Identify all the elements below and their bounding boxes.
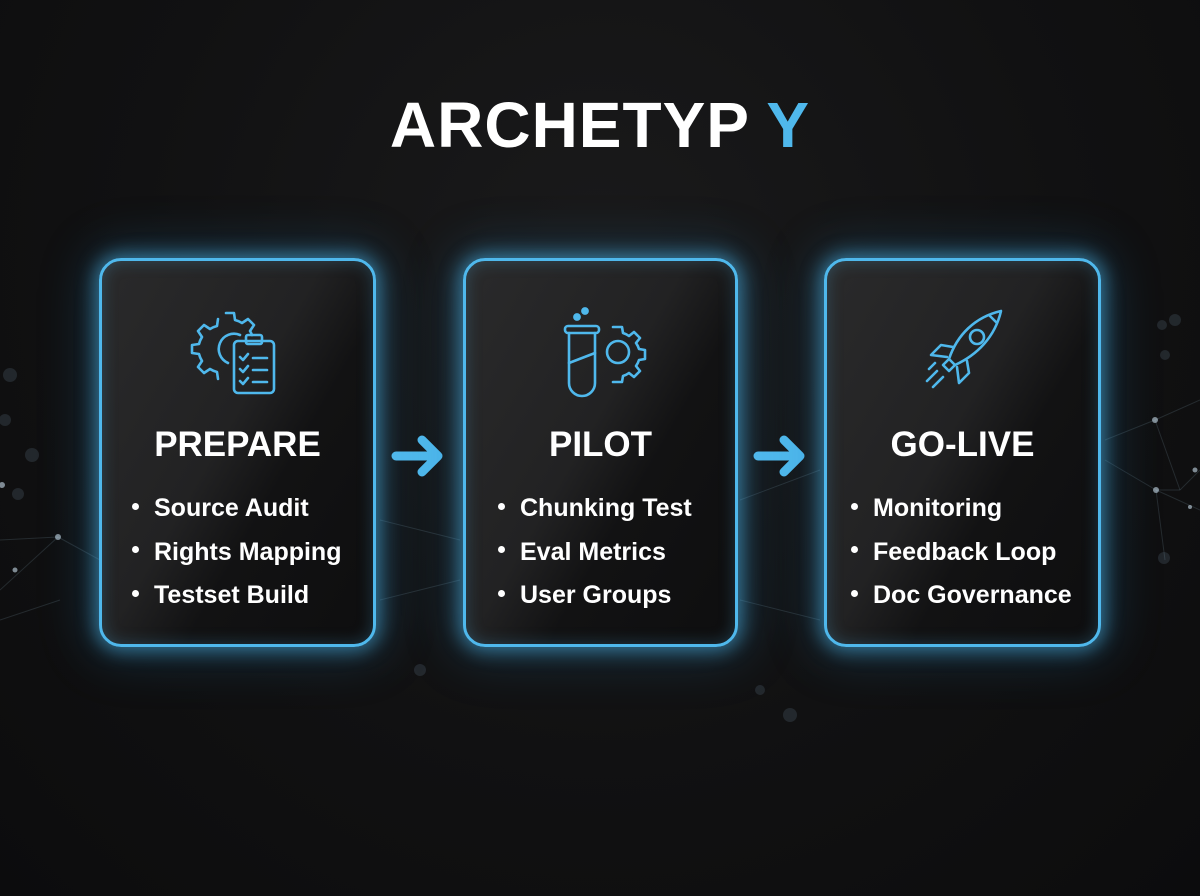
list-item: User Groups	[498, 574, 692, 618]
list-item: Doc Governance	[851, 574, 1072, 618]
bullet-icon	[132, 546, 139, 554]
arrow-right-icon	[391, 435, 443, 477]
stage-card-go-live: GO-LIVE Monitoring Feedback Loop Doc Gov…	[824, 258, 1101, 647]
title-accent: Y	[766, 89, 811, 161]
bullet-icon	[498, 546, 505, 554]
list-item: Source Audit	[132, 487, 341, 531]
bullet-icon	[851, 589, 858, 597]
bullet-icon	[851, 502, 858, 510]
title-main: ARCHETYP	[389, 89, 749, 161]
arrow-right-icon	[753, 435, 805, 477]
list-item: Eval Metrics	[498, 531, 692, 575]
list-item: Testset Build	[132, 574, 341, 618]
list-item: Chunking Test	[498, 487, 692, 531]
stage-heading: PREPARE	[154, 425, 321, 464]
stage-heading: GO-LIVE	[890, 425, 1035, 464]
bullet-icon	[132, 502, 139, 510]
stage-heading: PILOT	[548, 425, 653, 464]
bullet-icon	[851, 546, 858, 554]
list-item: Rights Mapping	[132, 531, 341, 575]
stage-item-list: Source Audit Rights Mapping Testset Buil…	[132, 487, 341, 618]
gear-clipboard-icon	[190, 311, 275, 395]
list-item: Monitoring	[851, 487, 1072, 531]
stage-item-list: Monitoring Feedback Loop Doc Governance	[851, 487, 1072, 618]
stage-card-prepare: PREPARE Source Audit Rights Mapping Test…	[99, 258, 376, 647]
stage-item-list: Chunking Test Eval Metrics User Groups	[498, 487, 692, 618]
bullet-icon	[498, 589, 505, 597]
stage-card-pilot: PILOT Chunking Test Eval Metrics User Gr…	[463, 258, 738, 647]
bullet-icon	[498, 502, 505, 510]
bullet-icon	[132, 589, 139, 597]
page-title: ARCHETYP Y	[0, 88, 1200, 162]
list-item: Feedback Loop	[851, 531, 1072, 575]
test-tube-gear-icon	[563, 307, 646, 398]
rocket-icon	[925, 309, 1002, 389]
